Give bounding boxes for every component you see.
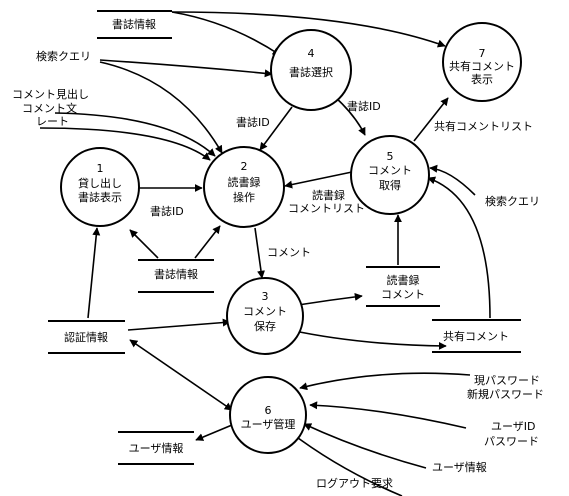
flow-comment-input-2 bbox=[39, 127, 211, 161]
flow-label: 現パスワード bbox=[474, 374, 540, 387]
flow-label: ユーザID bbox=[491, 420, 536, 433]
process-5: 5 コメント 取得 bbox=[350, 135, 430, 215]
flow-shoshi-to-p4 bbox=[171, 11, 281, 56]
process-2: 2 読書録 操作 bbox=[203, 146, 285, 228]
flow-label: レート bbox=[36, 115, 69, 128]
flow-p5-to-p7 bbox=[413, 97, 449, 142]
store-dokushoroku-comment: 読書録 コメント bbox=[366, 266, 440, 307]
flow-label: 読書録 bbox=[312, 188, 345, 202]
flow-label: 書誌ID bbox=[236, 115, 270, 129]
flow-password-to-p6 bbox=[299, 372, 471, 391]
flow-shoshi-mid-to-p1 bbox=[129, 229, 159, 259]
process-label: 書誌選択 bbox=[289, 65, 333, 79]
process-3: 3 コメント 保存 bbox=[226, 277, 304, 355]
flow-label: 共有コメントリスト bbox=[434, 119, 533, 133]
flow-ninsho-to-p3 bbox=[127, 318, 231, 331]
flow-ninsho-p6 bbox=[129, 339, 233, 411]
store-label: 認証情報 bbox=[64, 330, 108, 344]
store-shoshi-mid: 書誌情報 bbox=[138, 259, 214, 293]
process-label: 操作 bbox=[233, 190, 255, 204]
process-label: 書誌表示 bbox=[78, 190, 122, 204]
flow-label: コメント文 bbox=[22, 101, 77, 115]
flow-p4-to-p2 bbox=[259, 106, 293, 151]
process-label: 表示 bbox=[471, 72, 493, 86]
process-number: 3 bbox=[262, 290, 269, 303]
flow-label: 検索クエリ bbox=[36, 49, 91, 63]
store-kyoyu-comment: 共有コメント bbox=[432, 319, 521, 353]
store-shoshi-top: 書誌情報 bbox=[97, 10, 172, 39]
process-label: コメント bbox=[368, 164, 412, 177]
process-number: 1 bbox=[97, 162, 104, 175]
store-label: 書誌情報 bbox=[154, 267, 198, 281]
flow-logout-to-p6 bbox=[289, 431, 403, 496]
store-label: ユーザ情報 bbox=[129, 442, 184, 455]
store-ninsho: 認証情報 bbox=[48, 320, 125, 354]
flow-p2-to-p3 bbox=[254, 227, 265, 279]
process-label: 共有コメント bbox=[449, 59, 515, 73]
process-number: 7 bbox=[479, 47, 486, 60]
process-label: ユーザ管理 bbox=[241, 417, 296, 431]
store-label: 書誌情報 bbox=[112, 17, 156, 31]
flow-p3-to-kyoyu bbox=[289, 329, 447, 350]
flow-shoshi-mid-to-p2 bbox=[194, 225, 221, 259]
flow-label: コメント bbox=[267, 246, 311, 259]
flow-p3-to-store bbox=[297, 292, 363, 306]
process-label: 保存 bbox=[254, 319, 276, 333]
process-label: 読書録 bbox=[228, 175, 261, 189]
process-1: 1 貸し出し 書誌表示 bbox=[60, 147, 140, 227]
flow-userinfo-to-p6 bbox=[303, 423, 427, 469]
flow-label: 書誌ID bbox=[150, 204, 184, 218]
flow-userid-to-p6 bbox=[309, 401, 467, 429]
flow-query-to-p2 bbox=[99, 61, 223, 154]
process-number: 6 bbox=[265, 404, 272, 417]
process-label: 貸し出し bbox=[78, 176, 122, 190]
process-label: コメント bbox=[243, 305, 287, 318]
flow-label: コメント見出し bbox=[12, 87, 89, 101]
process-label: 取得 bbox=[379, 179, 401, 192]
flow-query-to-p5 bbox=[429, 164, 476, 196]
flow-p5-to-p2 bbox=[284, 171, 353, 189]
flow-label: 検索クエリ bbox=[485, 194, 540, 208]
flow-label: コメントリスト bbox=[288, 202, 365, 215]
store-user: ユーザ情報 bbox=[118, 431, 194, 465]
process-number: 2 bbox=[241, 160, 248, 173]
store-label: コメント bbox=[381, 288, 425, 301]
flow-shoshi-to-p7 bbox=[171, 11, 446, 48]
flow-label: 書誌ID bbox=[347, 99, 381, 113]
flow-ninsho-to-p1 bbox=[87, 227, 101, 319]
flow-label: パスワード bbox=[484, 435, 539, 448]
process-4: 4 書誌選択 bbox=[270, 29, 352, 111]
flow-kyoyu-to-p5 bbox=[427, 176, 491, 319]
store-label: 読書録 bbox=[387, 273, 420, 287]
flow-p6-to-user bbox=[195, 424, 233, 441]
process-number: 5 bbox=[387, 150, 394, 163]
process-7: 7 共有コメント 表示 bbox=[442, 22, 522, 102]
process-6: 6 ユーザ管理 bbox=[229, 376, 307, 454]
process-number: 4 bbox=[308, 47, 315, 60]
flow-query-to-p4 bbox=[99, 59, 273, 78]
flow-label: ユーザ情報 bbox=[432, 461, 487, 474]
flow-label: ログアウト要求 bbox=[316, 476, 393, 490]
flow-comment-input-1 bbox=[54, 112, 216, 157]
store-label: 共有コメント bbox=[443, 329, 509, 343]
flow-label: 新規パスワード bbox=[467, 387, 544, 401]
